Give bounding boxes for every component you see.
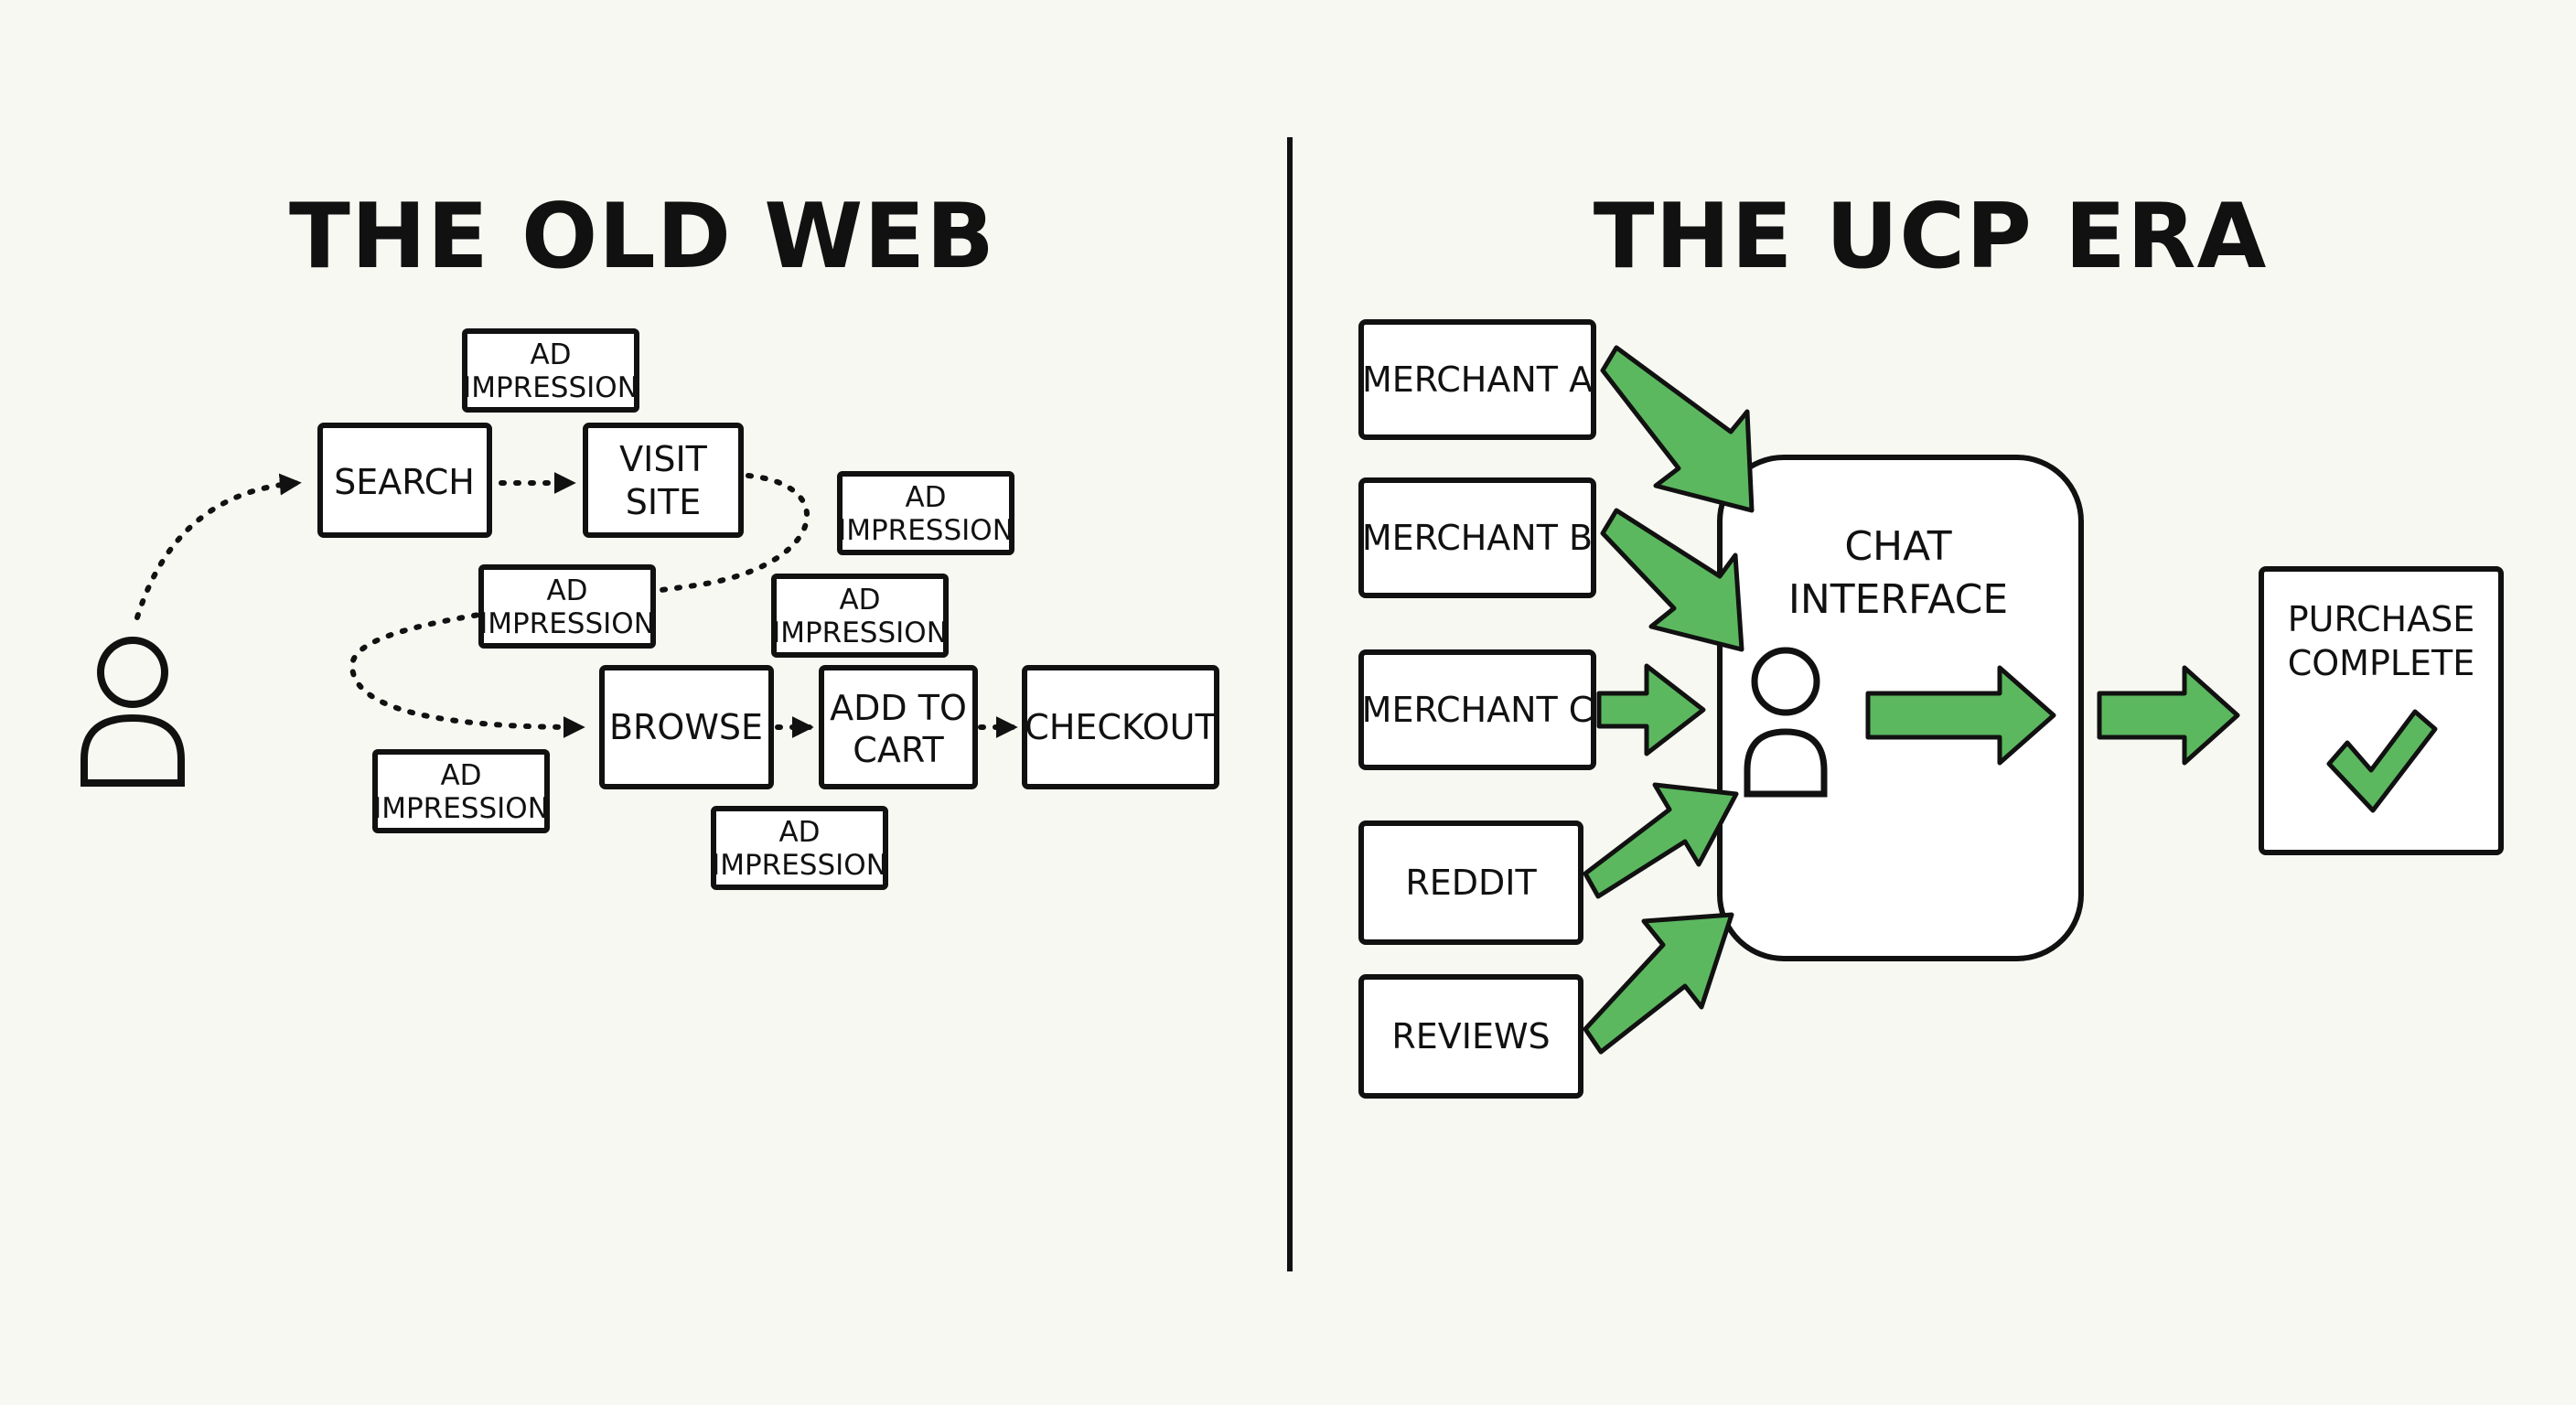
svg-text:CART: CART (853, 730, 944, 770)
source-merchant-a: MERCHANT A (1358, 319, 1596, 440)
svg-text:IMPRESSION: IMPRESSION (463, 371, 639, 404)
svg-text:IMPRESSION: IMPRESSION (838, 514, 1014, 547)
add-to-cart-step: ADD TO CART (819, 665, 978, 789)
svg-text:MERCHANT B: MERCHANT B (1362, 518, 1593, 558)
svg-text:SEARCH: SEARCH (334, 462, 475, 502)
arrow-icon (1583, 782, 1739, 899)
svg-text:CHAT: CHAT (1844, 523, 1951, 570)
arrow-icon (1865, 665, 2056, 766)
ad-impression: AD IMPRESSION (462, 328, 639, 413)
svg-text:AD: AD (440, 759, 481, 792)
ucp-era-title: THE UCP ERA (1594, 185, 2268, 289)
svg-text:AD: AD (839, 584, 880, 617)
browse-step: BROWSE (599, 665, 774, 789)
svg-text:REDDIT: REDDIT (1405, 863, 1537, 903)
svg-text:IMPRESSION: IMPRESSION (479, 607, 655, 640)
svg-text:IMPRESSION: IMPRESSION (373, 792, 549, 825)
arrow-icon (2097, 665, 2240, 766)
visit-site-step: VISIT SITE (583, 423, 744, 538)
svg-text:AD: AD (530, 338, 571, 371)
source-reddit: REDDIT (1358, 820, 1583, 945)
ad-impression: AD IMPRESSION (372, 749, 550, 833)
source-merchant-b: MERCHANT B (1358, 477, 1596, 598)
ad-impression: AD IMPRESSION (478, 564, 656, 649)
svg-text:REVIEWS: REVIEWS (1391, 1016, 1550, 1056)
svg-text:AD: AD (546, 574, 587, 607)
connector-visit-to-browse (349, 473, 810, 738)
svg-text:IMPRESSION: IMPRESSION (712, 849, 887, 882)
connector-user-to-search (134, 473, 302, 620)
ad-impression: AD IMPRESSION (771, 574, 949, 658)
source-merchant-c: MERCHANT C (1358, 649, 1596, 770)
checkmark-icon (2326, 709, 2438, 813)
svg-text:PURCHASE: PURCHASE (2288, 599, 2474, 639)
arrow-icon (1583, 912, 1734, 1055)
ad-impression: AD IMPRESSION (837, 471, 1014, 555)
user-icon (1744, 647, 1828, 798)
search-step: SEARCH (317, 423, 492, 538)
user-icon (80, 637, 185, 787)
svg-text:MERCHANT A: MERCHANT A (1362, 359, 1593, 400)
svg-text:SITE: SITE (626, 482, 702, 522)
checkout-step: CHECKOUT (1022, 665, 1219, 789)
svg-text:VISIT: VISIT (619, 439, 708, 479)
svg-text:BROWSE: BROWSE (609, 707, 763, 747)
svg-text:IMPRESSION: IMPRESSION (772, 617, 948, 649)
svg-text:INTERFACE: INTERFACE (1788, 576, 2008, 623)
svg-text:CHECKOUT: CHECKOUT (1025, 707, 1217, 747)
ad-impression: AD IMPRESSION (711, 806, 888, 890)
source-reviews: REVIEWS (1358, 974, 1583, 1099)
svg-text:MERCHANT C: MERCHANT C (1362, 690, 1594, 730)
svg-text:COMPLETE: COMPLETE (2288, 643, 2475, 683)
arrow-icon (1600, 508, 1744, 652)
svg-text:ADD TO: ADD TO (830, 688, 967, 728)
arrow-icon (1596, 663, 1706, 756)
svg-text:AD: AD (778, 816, 820, 849)
old-web-title: THE OLD WEB (289, 185, 995, 289)
arrow-icon (1600, 345, 1755, 513)
purchase-complete-panel: PURCHASE COMPLETE (2259, 566, 2504, 855)
svg-text:AD: AD (905, 481, 946, 514)
